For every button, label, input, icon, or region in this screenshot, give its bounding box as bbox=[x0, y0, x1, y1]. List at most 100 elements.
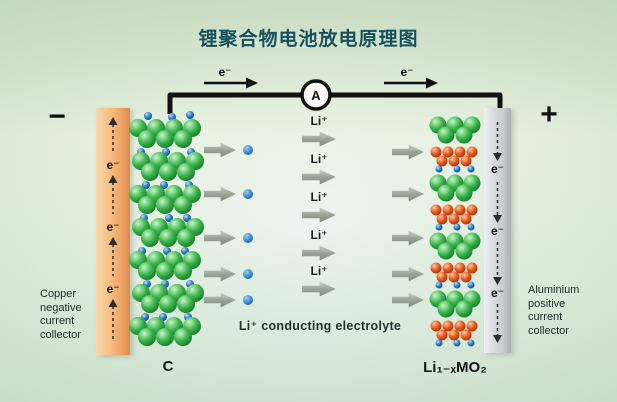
green-sphere bbox=[156, 328, 174, 346]
ion-arrow-icon bbox=[204, 230, 236, 246]
li-ion-exit-row bbox=[204, 186, 253, 202]
electrolyte-caption: Li⁺ conducting electrolyte bbox=[238, 319, 402, 333]
blue-sphere bbox=[453, 165, 461, 173]
red-sphere bbox=[442, 204, 454, 216]
green-sphere bbox=[138, 130, 156, 148]
electrolyte-ion-row: Li⁺ bbox=[296, 114, 342, 147]
blue-sphere bbox=[160, 181, 168, 189]
green-sphere bbox=[159, 295, 177, 313]
red-sphere bbox=[448, 329, 460, 341]
copper-collector-bar bbox=[96, 108, 130, 355]
green-sphere bbox=[455, 126, 473, 144]
blue-sphere bbox=[467, 281, 475, 289]
green-sphere bbox=[156, 262, 174, 280]
red-sphere bbox=[454, 320, 466, 332]
red-sphere bbox=[448, 155, 460, 167]
green-sphere bbox=[174, 262, 192, 280]
red-sphere bbox=[442, 262, 454, 274]
green-sphere bbox=[174, 130, 192, 148]
ion-arrow-icon bbox=[204, 266, 236, 282]
ion-arrow-icon bbox=[392, 186, 424, 202]
aluminium-collector-bar bbox=[484, 108, 511, 353]
red-sphere bbox=[466, 262, 478, 274]
red-sphere bbox=[454, 146, 466, 158]
li-ion-dot bbox=[243, 233, 253, 243]
blue-sphere bbox=[435, 281, 443, 289]
green-sphere bbox=[159, 229, 177, 247]
green-sphere bbox=[455, 242, 473, 260]
red-sphere bbox=[460, 329, 472, 341]
red-sphere bbox=[436, 155, 448, 167]
green-sphere bbox=[159, 163, 177, 181]
electrolyte-ion-row: Li⁺ bbox=[296, 152, 342, 185]
blue-sphere bbox=[453, 281, 461, 289]
ion-arrow-icon bbox=[204, 142, 236, 158]
li-ion-enter-row bbox=[392, 144, 424, 160]
green-sphere bbox=[437, 300, 455, 318]
li-ion-exit-row bbox=[204, 230, 253, 246]
li-ion-label: Li⁺ bbox=[310, 152, 328, 166]
li-ion-label: Li⁺ bbox=[310, 114, 328, 128]
ion-arrow-icon bbox=[392, 230, 424, 246]
red-sphere bbox=[460, 271, 472, 283]
electron-flow-arrowhead-right bbox=[426, 77, 438, 89]
blue-sphere bbox=[144, 112, 152, 120]
caption-line: Aluminium bbox=[528, 284, 580, 296]
blue-sphere bbox=[435, 223, 443, 231]
down-arrowheads bbox=[493, 153, 502, 343]
red-sphere bbox=[448, 213, 460, 225]
electron-label-copper-3: e⁻ bbox=[106, 282, 120, 296]
green-sphere bbox=[177, 229, 195, 247]
red-sphere bbox=[466, 320, 478, 332]
blue-sphere bbox=[165, 214, 173, 222]
li-ion-label: Li⁺ bbox=[310, 190, 328, 204]
electrolyte-ion-row: Li⁺ bbox=[296, 228, 342, 261]
caption-line: collector bbox=[40, 328, 81, 341]
green-sphere bbox=[138, 196, 156, 214]
graphite-electrode bbox=[129, 111, 204, 346]
copper-collector-caption: Copper negative current collector bbox=[40, 288, 82, 342]
ion-arrow-icon bbox=[204, 186, 236, 202]
metal-oxide-electrode-label: Li₁₋ₓMO₂ bbox=[423, 359, 487, 376]
electron-label-aluminium-2: e⁻ bbox=[490, 224, 504, 238]
blue-sphere bbox=[467, 223, 475, 231]
green-sphere bbox=[437, 126, 455, 144]
red-sphere bbox=[460, 155, 472, 167]
ion-arrow-icon bbox=[392, 292, 424, 308]
li-ion-exit-row bbox=[204, 266, 253, 282]
caption-line: positive bbox=[528, 297, 566, 310]
ion-arrow-icon bbox=[302, 207, 336, 223]
caption-line: current bbox=[528, 311, 563, 323]
green-sphere bbox=[138, 262, 156, 280]
li-ion-exit-row bbox=[204, 142, 253, 158]
red-sphere bbox=[460, 213, 472, 225]
green-sphere bbox=[156, 130, 174, 148]
ion-arrow-icon bbox=[302, 281, 336, 297]
blue-sphere bbox=[453, 223, 461, 231]
blue-sphere bbox=[142, 181, 150, 189]
electron-path-down bbox=[493, 122, 502, 343]
green-sphere bbox=[455, 184, 473, 202]
electron-flow-arrowhead-left bbox=[246, 77, 258, 89]
blue-sphere bbox=[183, 214, 191, 222]
red-sphere bbox=[436, 329, 448, 341]
li-ion-enter-row bbox=[392, 186, 424, 202]
ion-arrow-icon bbox=[204, 292, 236, 308]
diagram-title: 锂聚合物电池放电原理图 bbox=[198, 29, 419, 50]
red-sphere bbox=[466, 146, 478, 158]
blue-sphere bbox=[453, 339, 461, 347]
red-sphere bbox=[466, 204, 478, 216]
green-sphere bbox=[141, 163, 159, 181]
red-sphere bbox=[436, 213, 448, 225]
blue-sphere bbox=[467, 339, 475, 347]
electron-label-wire-right: e⁻ bbox=[400, 65, 414, 79]
electrolyte-ion-row: Li⁺ bbox=[296, 190, 342, 223]
green-sphere bbox=[174, 196, 192, 214]
red-sphere bbox=[430, 262, 442, 274]
li-ion-dot bbox=[243, 145, 253, 155]
electron-label-aluminium-3: e⁻ bbox=[490, 286, 504, 300]
red-sphere bbox=[436, 271, 448, 283]
up-arrowheads bbox=[108, 117, 118, 307]
